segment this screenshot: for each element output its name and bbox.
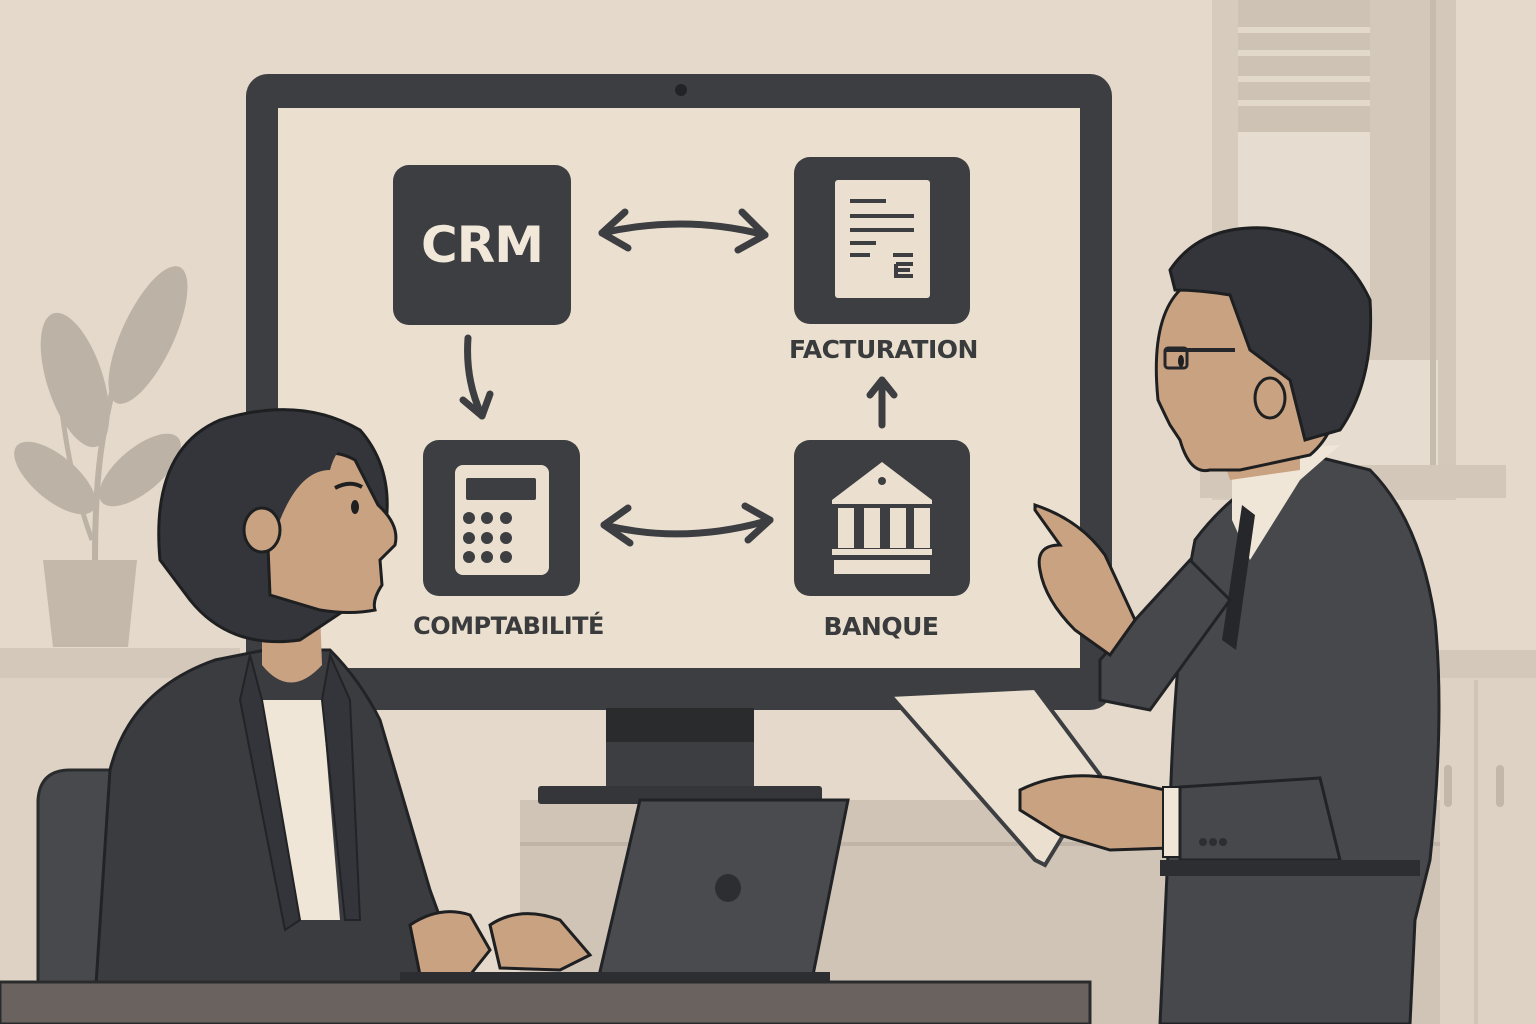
node-banque bbox=[794, 440, 970, 596]
calculator-icon bbox=[455, 465, 549, 575]
bank-building-icon bbox=[832, 462, 932, 574]
pointing-hand bbox=[1033, 502, 1137, 658]
arrow-crm-comptabilite bbox=[459, 334, 494, 420]
node-facturation bbox=[794, 157, 970, 324]
cabinets bbox=[1430, 650, 1536, 1024]
facturation-label: FACTURATION bbox=[789, 335, 978, 364]
man bbox=[885, 226, 1441, 1024]
eye bbox=[1178, 355, 1184, 367]
woman bbox=[93, 408, 593, 1002]
invoice-document-icon bbox=[835, 180, 930, 298]
crm-label: CRM bbox=[421, 216, 544, 274]
eye bbox=[351, 500, 359, 514]
node-crm bbox=[393, 165, 571, 325]
laptop-logo-icon bbox=[715, 874, 741, 902]
ear bbox=[1253, 376, 1287, 420]
arrow-crm-facturation bbox=[598, 208, 769, 254]
ear bbox=[242, 506, 282, 554]
holding-hand bbox=[1018, 774, 1172, 852]
arrow-comptabilite-banque bbox=[600, 502, 774, 547]
webcam-icon bbox=[675, 84, 687, 96]
arrow-banque-facturation bbox=[866, 376, 898, 429]
comptabilite-label: COMPTABILITÉ bbox=[413, 612, 604, 640]
node-comptabilite bbox=[423, 440, 580, 596]
desk bbox=[0, 980, 1092, 1024]
banque-label: BANQUE bbox=[823, 612, 939, 641]
